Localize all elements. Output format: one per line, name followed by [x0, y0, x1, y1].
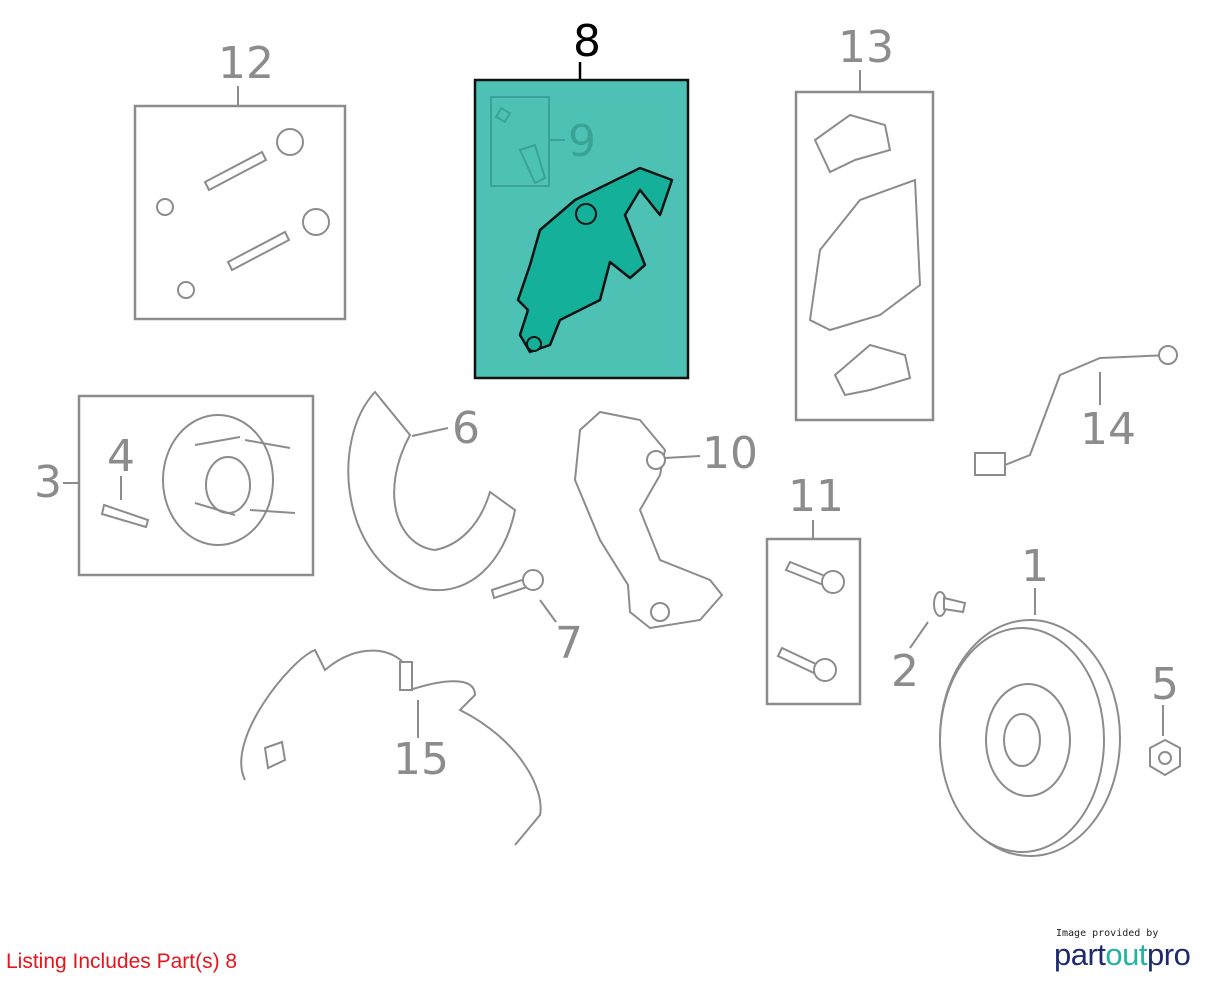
- callout-11: 11: [788, 471, 844, 522]
- part-4-wheel-stud[interactable]: [100, 476, 150, 529]
- part-12-guide-pin-kit[interactable]: [133, 86, 347, 321]
- part-6-splash-shield[interactable]: [347, 390, 517, 591]
- part-14-brake-hose[interactable]: [974, 345, 1178, 476]
- callout-6: 6: [452, 403, 480, 454]
- callout-10: 10: [702, 428, 758, 479]
- logo-word-part: part: [1054, 937, 1106, 972]
- callout-9: 9: [568, 116, 596, 167]
- callout-4: 4: [107, 431, 135, 482]
- callout-5: 5: [1151, 659, 1179, 710]
- part-8-brake-caliper[interactable]: [473, 62, 690, 380]
- logo-tagline: Image provided by: [1056, 928, 1159, 939]
- part-7-bolt[interactable]: [490, 569, 557, 623]
- part-13-brake-pads[interactable]: [794, 70, 935, 422]
- callout-1: 1: [1021, 541, 1049, 592]
- callout-15: 15: [393, 734, 449, 785]
- logo-wordmark: partoutpro: [1054, 939, 1214, 971]
- part-3-wheel-hub[interactable]: [63, 394, 315, 577]
- part-11-bracket-bolts[interactable]: [765, 520, 862, 706]
- part-5-lug-nut[interactable]: [1149, 705, 1181, 777]
- part-15-abs-sensor[interactable]: [240, 648, 542, 846]
- callout-2: 2: [891, 646, 919, 697]
- callout-3: 3: [34, 457, 62, 508]
- logo-word-pro: pro: [1147, 937, 1191, 972]
- part-1-brake-rotor[interactable]: [939, 588, 1121, 857]
- logo-word-out: out: [1105, 937, 1148, 972]
- part-2-rotor-screw[interactable]: [909, 591, 967, 649]
- callout-8: 8: [573, 16, 601, 67]
- callout-13: 13: [838, 22, 894, 73]
- part-10-caliper-bracket[interactable]: [573, 410, 724, 630]
- listing-caption: Listing Includes Part(s) 8: [6, 950, 238, 973]
- partoutpro-logo: Image provided by partoutpro: [1054, 928, 1214, 971]
- callout-12: 12: [218, 38, 274, 89]
- callout-14: 14: [1080, 404, 1136, 455]
- callout-7: 7: [555, 618, 583, 669]
